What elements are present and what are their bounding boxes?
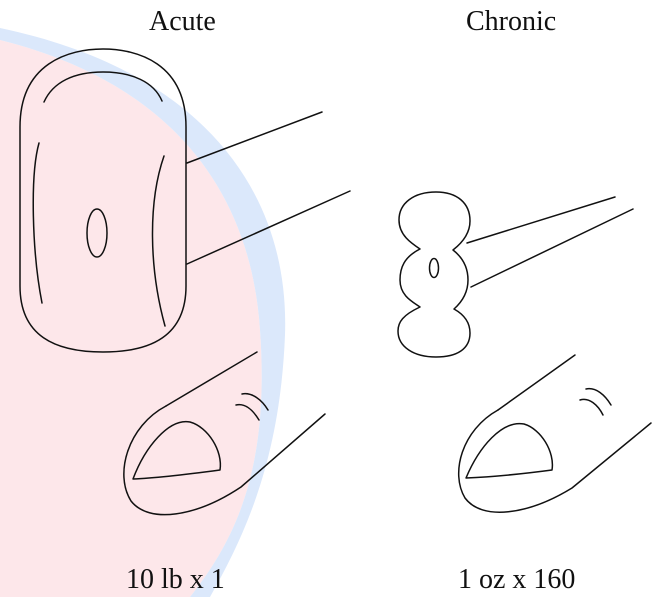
chronic-hammer-icon [398,192,633,357]
chronic-title: Chronic [466,6,556,38]
acute-caption: 10 lb x 1 [126,564,225,596]
watermark-red-arc [0,40,262,597]
chronic-finger-icon [459,355,651,512]
chronic-caption: 1 oz x 160 [458,564,575,596]
watermark-background [0,28,285,597]
acute-title: Acute [149,6,216,38]
chronic-group [398,192,651,512]
